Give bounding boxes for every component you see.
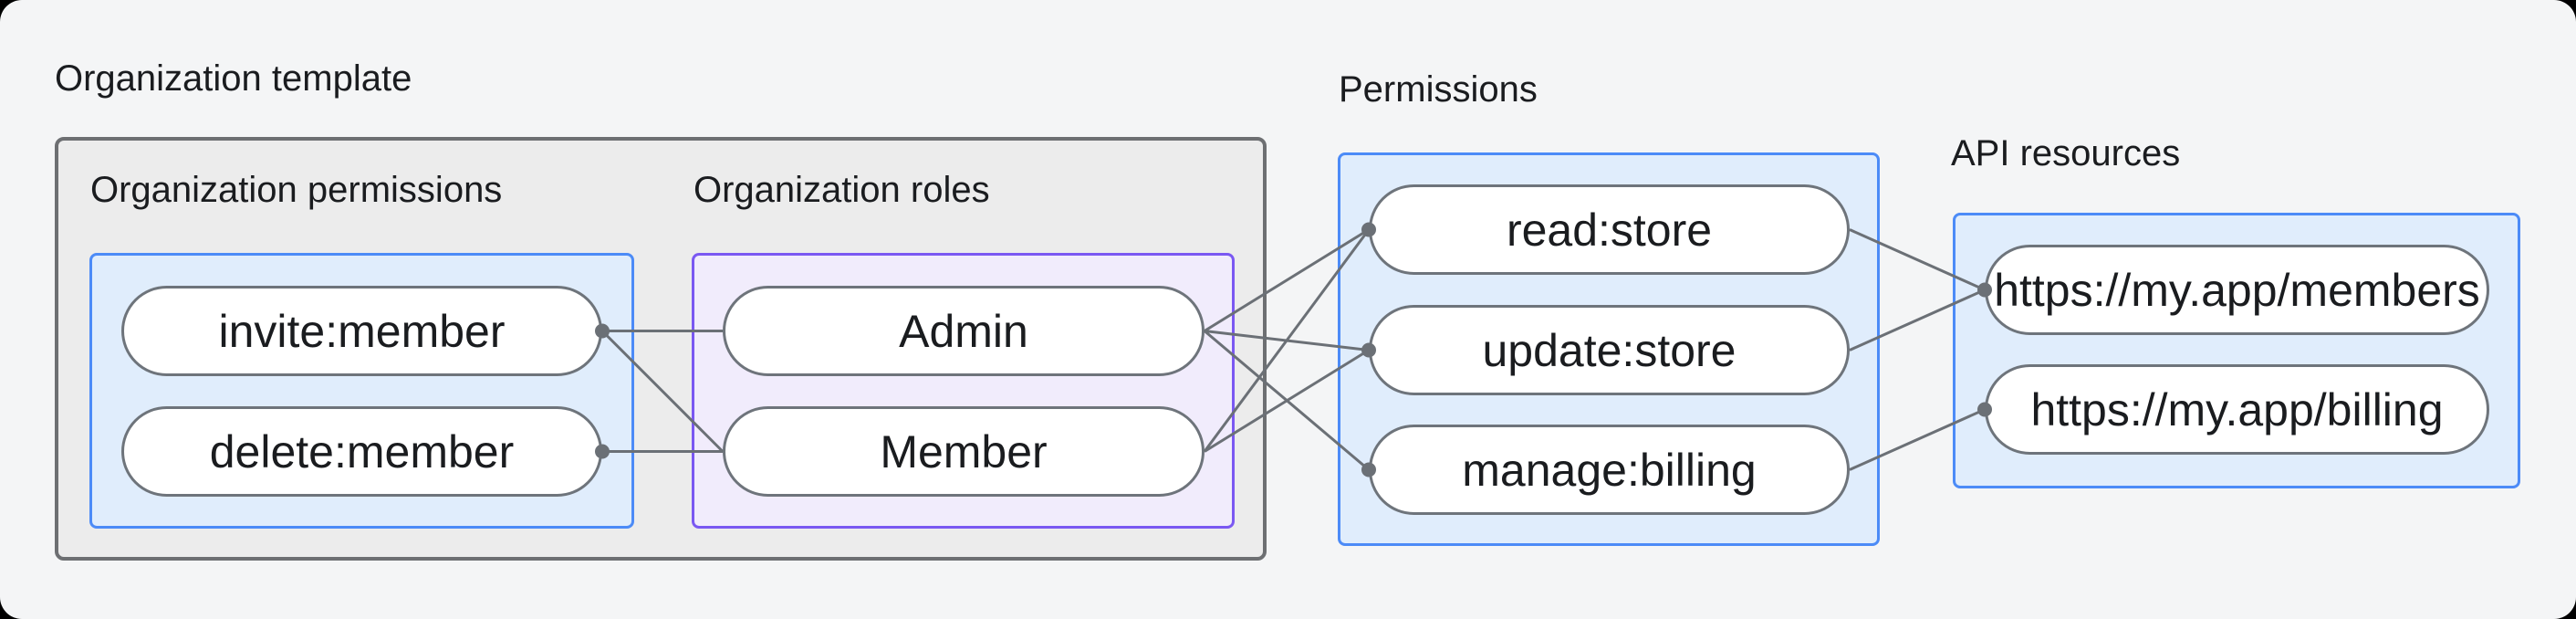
node-label: https://my.app/billing: [2030, 383, 2444, 435]
node-label: invite:member: [218, 305, 506, 357]
node-label: update:store: [1482, 324, 1736, 376]
permissions-title: Permissions: [1339, 69, 1538, 110]
node-invite-member: invite:member: [121, 286, 602, 376]
node-update-store: update:store: [1369, 305, 1850, 395]
node-label: Member: [880, 425, 1048, 477]
node-api-members: https://my.app/members: [1985, 245, 2489, 335]
node-member: Member: [723, 406, 1205, 497]
node-label: read:store: [1506, 204, 1713, 256]
node-label: manage:billing: [1462, 444, 1757, 496]
node-admin: Admin: [723, 286, 1205, 376]
node-label: delete:member: [209, 425, 515, 477]
node-read-store: read:store: [1369, 184, 1850, 275]
organization-permissions-title: Organization permissions: [90, 170, 503, 210]
node-label: https://my.app/members: [1994, 264, 2480, 316]
node-delete-member: delete:member: [121, 406, 602, 497]
organization-template-title: Organization template: [55, 58, 412, 99]
node-api-billing: https://my.app/billing: [1985, 364, 2489, 455]
node-manage-billing: manage:billing: [1369, 425, 1850, 515]
api-resources-title: API resources: [1951, 133, 2181, 173]
node-label: Admin: [899, 305, 1028, 357]
organization-roles-title: Organization roles: [694, 170, 990, 210]
